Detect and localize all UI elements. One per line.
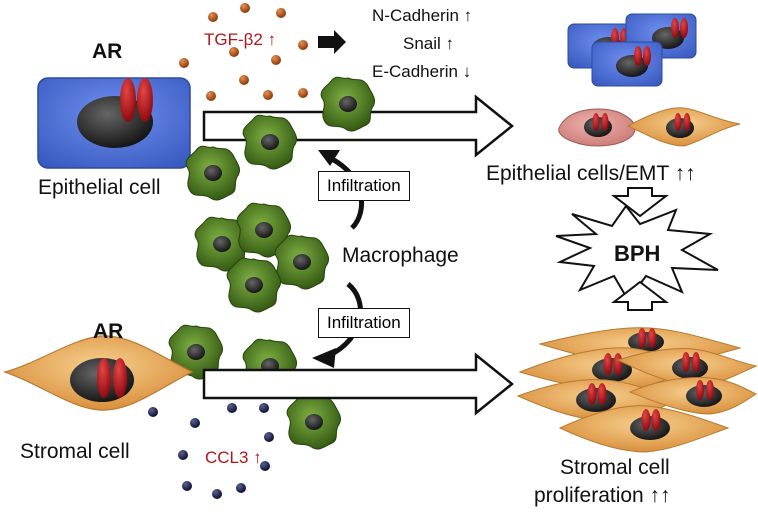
ar-label-bottom: AR [93,320,124,343]
epithelial-cells-proliferated [567,13,697,87]
macrophage-cell [274,234,330,290]
macrophage-cell [185,145,241,201]
right-arrow-icon [318,30,346,54]
macrophage-label: Macrophage [342,244,459,267]
macrophage-cell [226,257,282,313]
ar-label-top: AR [92,40,123,63]
down-arrow [611,187,669,218]
ccl3-molecules [148,403,274,499]
tgf-b2-molecules [179,3,308,101]
epithelial-cell-left [37,77,191,169]
epithelial-cell-label: Epithelial cell [38,176,161,199]
tgf-b2-label: TGF-β2 ↑ [204,30,277,49]
e-cadherin-label: E-Cadherin ↓ [372,62,472,81]
stromal-cell-left [3,335,194,411]
bottom-process-arrow [202,352,514,416]
ar-receptor [120,78,136,122]
macrophage-cell [320,76,376,132]
bph-label: BPH [614,241,661,266]
epithelial-emt-label: Epithelial cells/EMT ↑↑ [486,162,696,185]
snail-label: Snail ↑ [403,34,455,53]
bph-starburst [555,204,719,302]
stromal-cells-proliferated [516,327,758,453]
emt-transition-cells [558,107,741,147]
ar-receptor [137,78,153,122]
up-arrow [611,280,669,311]
infiltration-label-top: Infiltration [318,171,410,201]
macrophage-cell [242,114,298,170]
ccl3-label: CCL3 ↑ [205,448,262,467]
stromal-proliferation-label-2: proliferation ↑↑ [534,484,671,507]
n-cadherin-label: N-Cadherin ↑ [372,6,473,25]
stromal-cell-label: Stromal cell [20,440,130,463]
macrophage-cell [286,394,342,450]
infiltration-label-bottom: Infiltration [318,308,410,338]
stromal-proliferation-label-1: Stromal cell [560,456,670,479]
